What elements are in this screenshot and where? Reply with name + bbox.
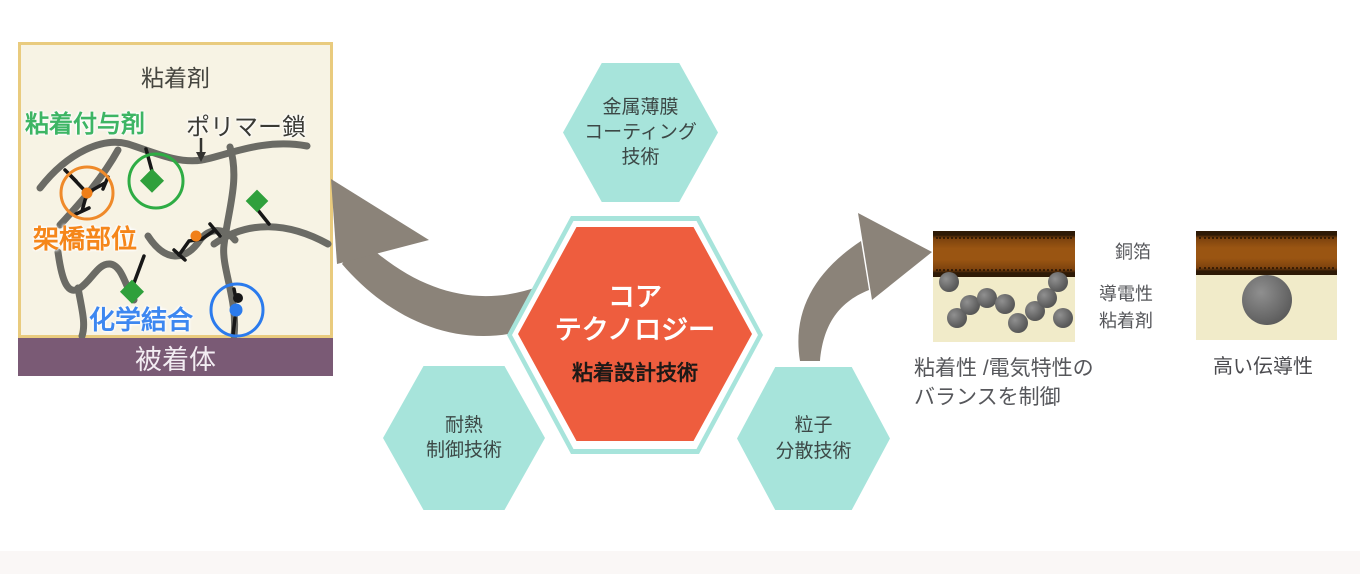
conductive-particle (939, 272, 959, 292)
conductive-particle (1048, 272, 1068, 292)
orange-dot (81, 187, 93, 199)
crosslink-site-label: 架橋部位 (33, 224, 138, 254)
conductive-particle (1008, 313, 1028, 333)
copper-foil-bar (933, 231, 1075, 277)
hexagon-particle-dispersion: 粒子 分散技術 (737, 367, 890, 510)
bottom-strip (0, 551, 1360, 574)
balance-control-caption: 粘着性 /電気特性の バランスを制御 (914, 357, 1094, 409)
large-conductive-particle (1242, 275, 1292, 325)
right-arrow-head (858, 213, 932, 300)
high-conductivity-caption: 高い伝導性 (1213, 356, 1313, 378)
core-technology-title: コア テクノロジー (554, 281, 716, 345)
copper-foil-bar (1196, 231, 1337, 275)
adhesive-structure-art (18, 42, 333, 338)
hexagon-metal-coating: 金属薄膜 コーティング 技術 (563, 63, 718, 202)
polymer-network-drawing (36, 138, 332, 338)
adhesive-title: 粘着剤 (141, 65, 210, 91)
stitch-line (936, 269, 1072, 271)
blue-dot (229, 303, 243, 317)
conductive-particle (977, 288, 997, 308)
tackifier-label: 粘着付与剤 (25, 111, 145, 138)
conductive-particle (947, 308, 967, 328)
orange-dot (190, 230, 202, 242)
core-technology-subtitle: 粘着設計技術 (572, 362, 698, 386)
tackifier-ring-green (127, 152, 185, 210)
polymer-chain-label: ポリマー鎖 (186, 114, 306, 141)
green-diamond (245, 189, 269, 213)
conductive-particle (995, 294, 1015, 314)
black-knob (233, 293, 243, 303)
adhesive-structure-panel: 粘着剤 粘着付与剤 ポリマー鎖 架橋部位 化学結合 被着体 (18, 42, 333, 376)
conductive-particle (960, 295, 980, 315)
crosslink-ring-orange (59, 165, 115, 221)
conductive-particle (1037, 288, 1057, 308)
stitch-line (936, 237, 1072, 239)
adhesive-layer (933, 272, 1075, 342)
left-arrow-band (342, 238, 540, 337)
polymer-chain-curves (36, 138, 332, 338)
right-arrow-band (798, 241, 869, 361)
conductive-adhesive-illustration (933, 231, 1075, 342)
conductive-particle (1053, 308, 1073, 328)
high-conductivity-illustration (1196, 231, 1337, 340)
chemical-bond-label: 化学結合 (89, 305, 194, 335)
hexagon-heat-control: 耐熱 制御技術 (383, 366, 545, 510)
chemical-bond-ring-blue (209, 282, 265, 338)
left-arrow-head (331, 179, 429, 264)
polymer-label-pointer-head (196, 152, 206, 162)
conductive-adhesive-label: 導電性 粘着剤 (1099, 284, 1153, 331)
adherend-bar: 被着体 (18, 338, 333, 376)
stitch-line (1199, 267, 1334, 269)
stitch-line (1199, 237, 1334, 239)
green-diamond (139, 168, 165, 193)
copper-foil-label: 銅箔 (1115, 242, 1151, 262)
adhesive-layer (1196, 275, 1337, 340)
